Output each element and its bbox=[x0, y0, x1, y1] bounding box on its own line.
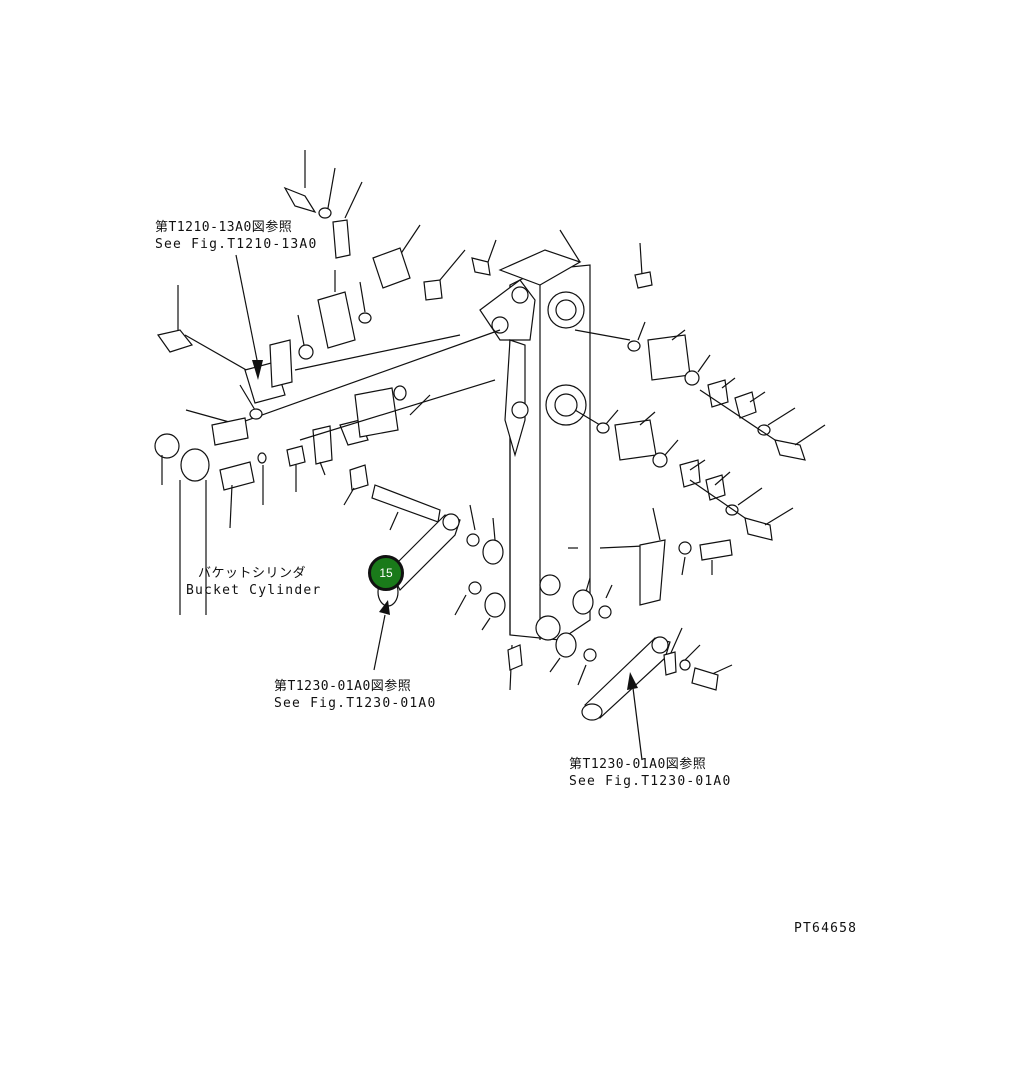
ref-top-en-label: See Fig.T1210-13A0 bbox=[155, 237, 318, 252]
ref-right-jp-label: 第T1230-01A0図参照 bbox=[569, 757, 707, 772]
top-bolt-group bbox=[283, 150, 653, 301]
ref-mid-jp-label: 第T1230-01A0図参照 bbox=[274, 679, 412, 694]
lower-right-linkage bbox=[549, 507, 733, 721]
part-callout-15[interactable]: 15 bbox=[368, 555, 404, 591]
left-upper-cluster bbox=[156, 270, 501, 446]
ref-mid-en-label: See Fig.T1230-01A0 bbox=[274, 696, 437, 711]
mid-left-cluster bbox=[154, 379, 496, 615]
drawing-number: PT64658 bbox=[794, 921, 858, 936]
arm-bracket bbox=[479, 279, 536, 458]
bucket-cylinder-jp-label: バケットシリンダ bbox=[198, 566, 307, 581]
right-hardware bbox=[574, 321, 826, 541]
ref-top-jp-label: 第T1210-13A0図参照 bbox=[155, 220, 293, 235]
ref-right-en-label: See Fig.T1230-01A0 bbox=[569, 774, 732, 789]
reference-leaders bbox=[235, 254, 643, 761]
arm-body bbox=[498, 229, 591, 641]
center-linkage bbox=[343, 464, 523, 691]
bucket-cylinder-en-label: Bucket Cylinder bbox=[186, 583, 322, 598]
